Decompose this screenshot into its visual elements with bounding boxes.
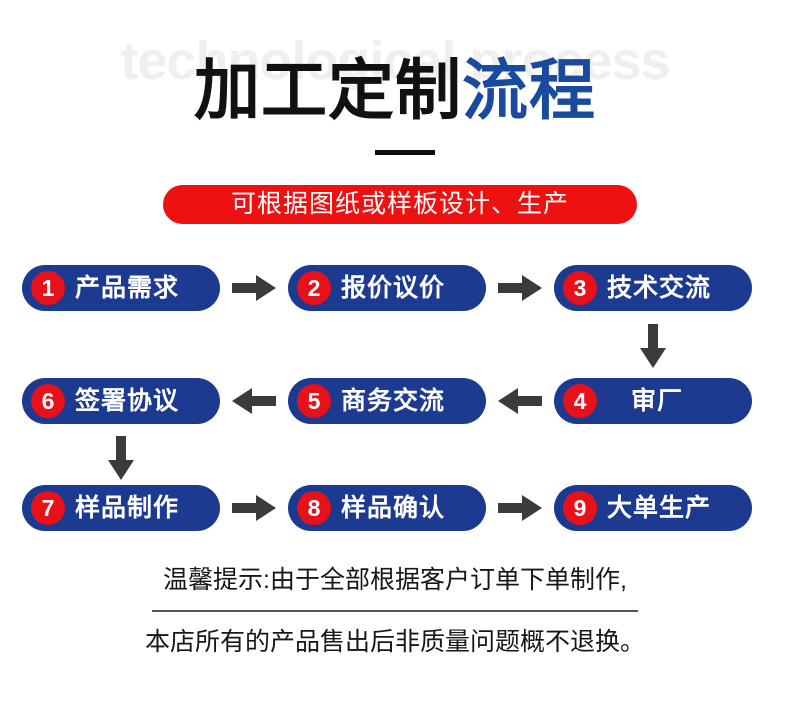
page-title-primary: 加工定制 — [194, 53, 462, 127]
step-number-badge: 3 — [563, 271, 597, 305]
step-number-badge: 7 — [31, 491, 65, 525]
flow-step-1: 1 产品需求 — [22, 265, 220, 311]
footer-note-line-2: 本店所有的产品售出后非质量问题概不退换。 — [144, 628, 645, 656]
step-label: 商务交流 — [341, 386, 446, 415]
flow-step-6: 6 签署协议 — [22, 378, 220, 424]
step-number-badge: 2 — [297, 271, 331, 305]
step-label: 报价议价 — [341, 273, 446, 302]
subtitle-banner-text: 可根据图纸或样板设计、生产 — [230, 190, 569, 218]
flow-step-9: 9 大单生产 — [554, 485, 752, 531]
step-label: 样品制作 — [75, 493, 180, 522]
footer-note: 温馨提示:由于全部根据客户订单下单制作, 本店所有的产品售出后非质量问题概不退换… — [0, 568, 790, 655]
step-label: 产品需求 — [75, 273, 180, 302]
flow-step-2: 2 报价议价 — [288, 265, 486, 311]
flow-step-3: 3 技术交流 — [554, 265, 752, 311]
step-number-badge: 4 — [563, 384, 597, 418]
title-underline-dash — [375, 150, 435, 155]
step-number-badge: 8 — [297, 491, 331, 525]
step-label: 审厂 — [631, 386, 684, 415]
flow-step-8: 8 样品确认 — [288, 485, 486, 531]
page-title-accent: 流程 — [462, 53, 596, 127]
step-label: 技术交流 — [607, 273, 712, 302]
arrow-down-icon — [108, 436, 134, 480]
flow-step-7: 7 样品制作 — [22, 485, 220, 531]
footer-divider — [152, 610, 638, 612]
header-block: technological process 加工定制流程 — [0, 0, 790, 175]
process-flow-diagram: 1 产品需求 2 报价议价 3 技术交流 6 签署协议 5 商务交流 — [0, 240, 790, 560]
step-label: 大单生产 — [607, 493, 712, 522]
arrow-right-icon — [498, 275, 542, 301]
watermark-text: technological process — [120, 31, 670, 91]
footer-note-line-1: 温馨提示:由于全部根据客户订单下单制作, — [163, 566, 627, 594]
arrow-right-icon — [498, 495, 542, 521]
step-number-badge: 6 — [31, 384, 65, 418]
flow-step-5: 5 商务交流 — [288, 378, 486, 424]
arrow-right-icon — [232, 275, 276, 301]
flow-step-4: 4 审厂 — [554, 378, 752, 424]
arrow-left-icon — [232, 388, 276, 414]
step-label: 样品确认 — [341, 493, 446, 522]
subtitle-banner: 可根据图纸或样板设计、生产 — [163, 185, 637, 224]
step-number-badge: 9 — [563, 491, 597, 525]
step-number-badge: 1 — [31, 271, 65, 305]
arrow-down-icon — [640, 324, 666, 368]
step-number-badge: 5 — [297, 384, 331, 418]
arrow-left-icon — [498, 388, 542, 414]
arrow-right-icon — [232, 495, 276, 521]
page-title: 加工定制流程 — [0, 53, 790, 127]
step-label: 签署协议 — [75, 386, 180, 415]
